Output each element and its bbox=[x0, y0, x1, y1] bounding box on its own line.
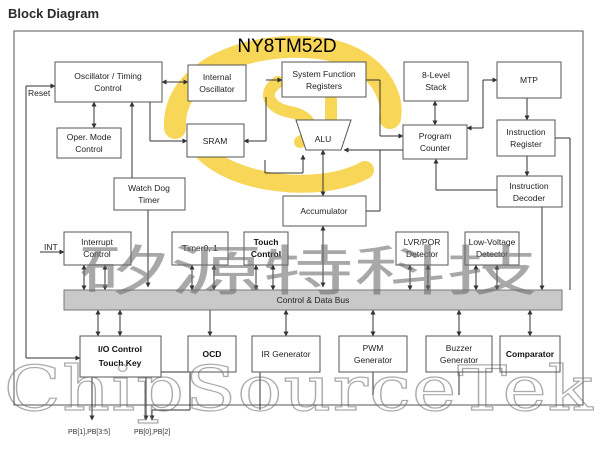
stack-block: 8-Level Stack bbox=[403, 61, 469, 102]
svg-text:PWM: PWM bbox=[363, 343, 384, 353]
svg-text:System Function: System Function bbox=[292, 69, 356, 79]
internal-oscillator-block: Internal Oscillator bbox=[187, 64, 247, 102]
svg-text:OCD: OCD bbox=[203, 349, 222, 359]
pins-left-label: PB[1],PB[3:5] bbox=[68, 429, 110, 436]
svg-text:Control: Control bbox=[75, 144, 103, 154]
svg-text:I/O Control: I/O Control bbox=[98, 344, 142, 354]
svg-text:Control: Control bbox=[94, 83, 122, 93]
instruction-decoder-block: Instruction Decoder bbox=[496, 175, 563, 208]
ocd-block: OCD bbox=[187, 335, 237, 373]
chip-name: NY8TM52D bbox=[237, 36, 336, 57]
svg-text:SRAM: SRAM bbox=[203, 136, 228, 146]
svg-text:IR Generator: IR Generator bbox=[261, 349, 310, 359]
svg-text:Comparator: Comparator bbox=[506, 349, 555, 359]
svg-text:Touch Key: Touch Key bbox=[99, 358, 142, 368]
svg-text:Control: Control bbox=[251, 249, 281, 259]
svg-text:Oper. Mode: Oper. Mode bbox=[67, 132, 112, 142]
svg-text:LVR/POR: LVR/POR bbox=[404, 237, 441, 247]
int-label: INT bbox=[44, 242, 58, 252]
svg-text:Generator: Generator bbox=[440, 355, 478, 365]
pwm-generator-block: PWM Generator bbox=[338, 335, 408, 373]
svg-text:Oscillator / Timing: Oscillator / Timing bbox=[74, 71, 142, 81]
svg-text:Watch Dog: Watch Dog bbox=[128, 183, 170, 193]
ir-generator-block: IR Generator bbox=[251, 335, 321, 373]
oscillator-timing-control-block: Oscillator / Timing Control bbox=[54, 61, 163, 103]
control-data-bus-label: Control & Data Bus bbox=[277, 295, 350, 305]
svg-text:Instruction: Instruction bbox=[506, 127, 545, 137]
sram-block: SRAM bbox=[186, 123, 245, 158]
touch-control-block: Touch Control bbox=[243, 231, 289, 266]
reset-label: Reset bbox=[28, 88, 51, 98]
low-voltage-detector-block: Low-Voltage Detector bbox=[464, 231, 520, 266]
svg-text:Low-Voltage: Low-Voltage bbox=[469, 237, 516, 247]
chinese-watermark: 矽源特科技 bbox=[78, 240, 538, 303]
svg-text:Detector: Detector bbox=[476, 249, 508, 259]
accumulator-block: Accumulator bbox=[282, 195, 367, 227]
instruction-register-block: Instruction Register bbox=[496, 119, 556, 157]
svg-text:Generator: Generator bbox=[354, 355, 392, 365]
pins-right-label: PB[0],PB[2] bbox=[134, 429, 170, 436]
interrupt-control-block: Interrupt Control bbox=[63, 231, 132, 266]
alu-block: ALU bbox=[295, 119, 352, 151]
svg-text:Timer: Timer bbox=[138, 195, 160, 205]
svg-text:Decoder: Decoder bbox=[513, 193, 545, 203]
svg-text:Counter: Counter bbox=[420, 143, 450, 153]
svg-text:Timer0, 1: Timer0, 1 bbox=[182, 243, 218, 253]
diagram-heading: Block Diagram bbox=[8, 6, 99, 21]
svg-text:ALU: ALU bbox=[315, 134, 332, 144]
svg-text:Interrupt: Interrupt bbox=[81, 237, 113, 247]
english-watermark: ChipSourceTek bbox=[4, 352, 594, 425]
svg-text:Register: Register bbox=[510, 139, 542, 149]
oper-mode-control-block: Oper. Mode Control bbox=[56, 127, 122, 159]
svg-text:8-Level: 8-Level bbox=[422, 70, 450, 80]
svg-text:Touch: Touch bbox=[254, 237, 279, 247]
svg-text:Registers: Registers bbox=[306, 81, 342, 91]
program-counter-block: Program Counter bbox=[402, 124, 468, 160]
svg-text:Oscillator: Oscillator bbox=[199, 84, 235, 94]
comparator-block: Comparator bbox=[499, 335, 561, 373]
system-function-registers-block: System Function Registers bbox=[281, 61, 367, 98]
svg-text:Internal: Internal bbox=[203, 72, 231, 82]
svg-text:Stack: Stack bbox=[425, 82, 447, 92]
svg-text:Buzzer: Buzzer bbox=[446, 343, 473, 353]
buzzer-generator-block: Buzzer Generator bbox=[425, 335, 493, 373]
lvr-por-detector-block: LVR/POR Detector bbox=[395, 231, 449, 266]
svg-text:Program: Program bbox=[419, 131, 452, 141]
io-control-touch-key-block: I/O Control Touch Key bbox=[79, 335, 162, 378]
timer-block: Timer0, 1 bbox=[171, 231, 229, 266]
signal-lines bbox=[25, 77, 571, 421]
svg-text:Accumulator: Accumulator bbox=[300, 206, 347, 216]
control-data-bus bbox=[63, 289, 563, 311]
svg-text:Detector: Detector bbox=[406, 249, 438, 259]
svg-text:Instruction: Instruction bbox=[509, 181, 548, 191]
svg-text:Control: Control bbox=[83, 249, 111, 259]
mtp-block: MTP bbox=[496, 61, 562, 99]
svg-text:MTP: MTP bbox=[520, 75, 538, 85]
watch-dog-timer-block: Watch Dog Timer bbox=[113, 177, 186, 211]
